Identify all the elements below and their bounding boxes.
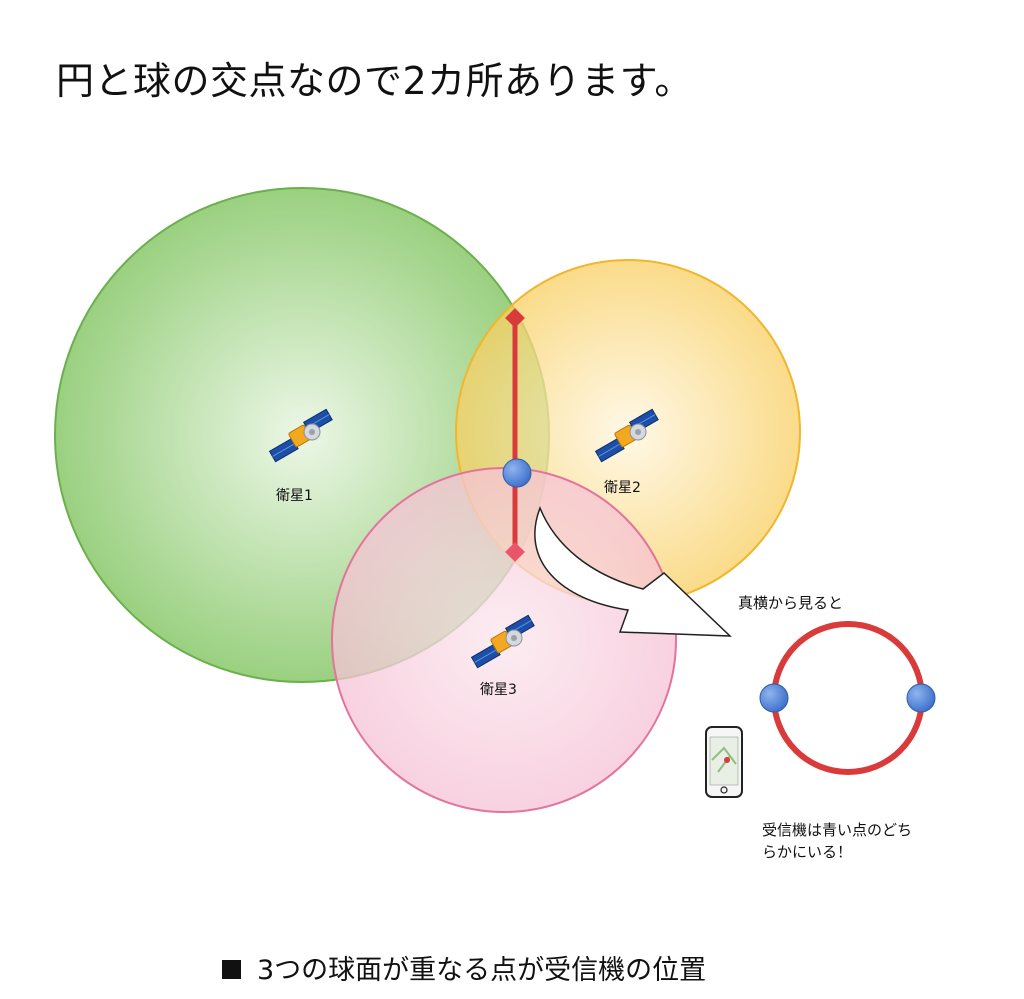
receiver-note-line-1: 受信機は青い点のどち: [762, 821, 912, 839]
page-title: 円と球の交点なので2カ所あります。: [56, 59, 693, 103]
side-view-point-right: [906, 683, 936, 713]
caption-text: 3つの球面が重なる点が受信機の位置: [257, 955, 707, 986]
intersection-line: [505, 308, 525, 562]
satellite-label-2: 衛星2: [604, 480, 641, 496]
side-view-label: 真横から見ると: [738, 594, 843, 612]
side-view-arrow: [534, 505, 732, 637]
intersection-top-marker: [505, 308, 525, 328]
side-view-point-left: [759, 683, 789, 713]
intersection-bottom-marker: [505, 542, 525, 562]
smartphone-icon: [705, 726, 743, 798]
receiver-point: [502, 458, 532, 488]
satellite-label-1: 衛星1: [276, 488, 313, 504]
side-view-circle: [771, 621, 925, 775]
satellite-label-3: 衛星3: [480, 682, 517, 698]
figure-caption: 3つの球面が重なる点が受信機の位置: [222, 948, 706, 987]
square-bullet-icon: [222, 960, 241, 979]
receiver-note-line-2: らかにいる！: [762, 843, 852, 861]
